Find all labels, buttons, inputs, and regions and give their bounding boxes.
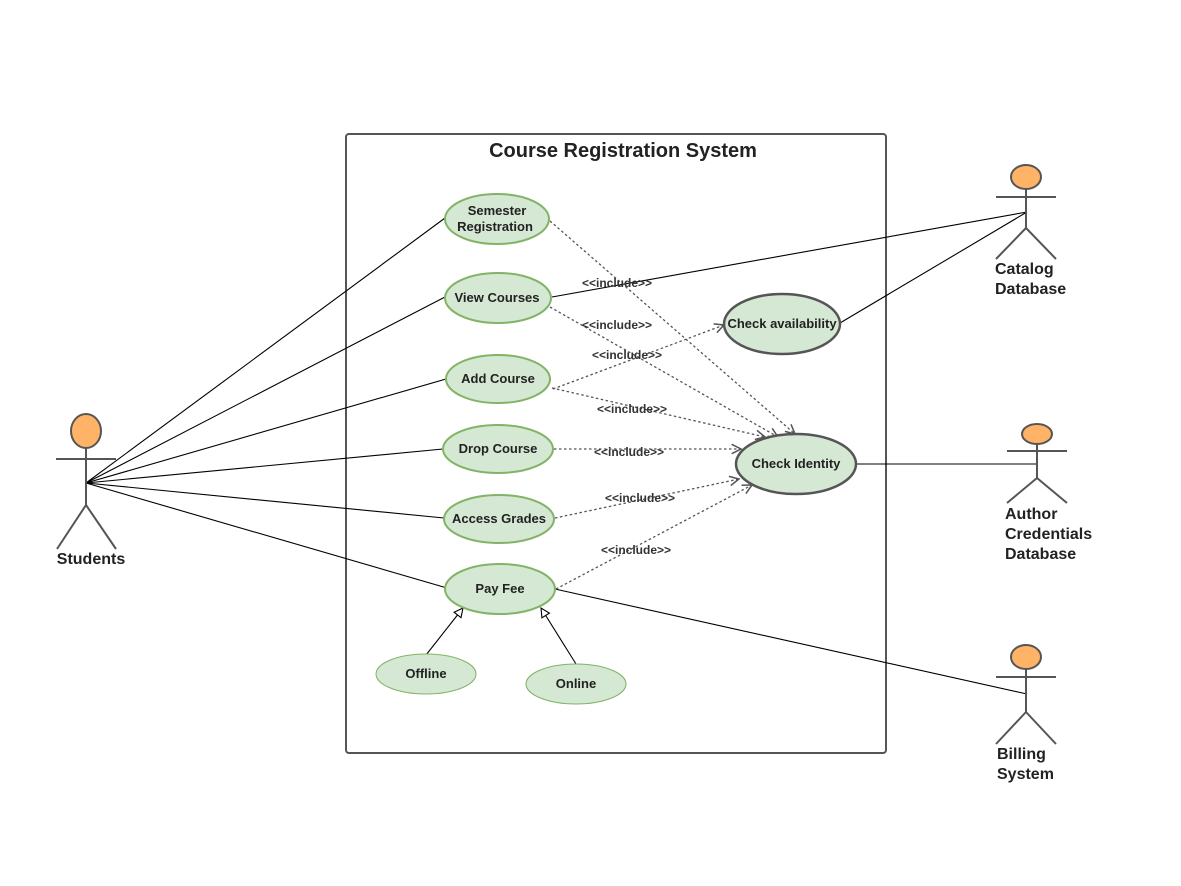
include-pay-fee-check-identity — [555, 485, 752, 590]
assoc-billing-pay-fee — [554, 588, 1028, 695]
use-case-check-availability[interactable]: Check availability — [722, 292, 842, 356]
use-case-label: Offline — [405, 666, 446, 681]
actor-label: Author — [1005, 506, 1057, 523]
include-label: <<include>> — [597, 402, 667, 416]
actor-leg — [995, 227, 1027, 260]
use-case-label: Pay Fee — [475, 581, 524, 596]
actor-head — [70, 413, 102, 449]
generalization-online-pay-fee — [541, 608, 577, 665]
use-case-label: Add Course — [461, 371, 535, 386]
actor-leg — [1006, 477, 1038, 504]
actor-leg — [995, 711, 1027, 745]
assoc-students-pay-fee — [85, 482, 448, 589]
association-lines — [85, 211, 1037, 695]
actor-billing-system[interactable]: Billing System — [995, 644, 1057, 783]
actor-label: Students — [57, 551, 126, 568]
use-case-pay-fee[interactable]: Pay Fee — [444, 563, 556, 615]
include-label: <<include>> — [582, 276, 652, 290]
actor-catalog-database[interactable]: Catalog Database — [995, 164, 1066, 298]
assoc-students-view-courses — [85, 296, 446, 484]
use-case-label: Semester — [468, 203, 527, 218]
actor-head — [1021, 423, 1053, 445]
include-access-grades-check-identity — [554, 479, 739, 519]
assoc-students-add-course — [85, 378, 447, 484]
actor-head — [1010, 164, 1042, 190]
include-label: <<include>> — [601, 543, 671, 557]
use-case-access-grades[interactable]: Access Grades — [443, 494, 555, 544]
generalization-lines — [425, 608, 577, 665]
include-add-course-check-availability — [552, 325, 724, 390]
use-case-label: Check availability — [727, 316, 837, 331]
actor-leg — [1025, 227, 1057, 260]
include-view-courses-check-identity — [549, 306, 778, 437]
actor-leg — [1036, 477, 1068, 504]
include-lines — [549, 220, 795, 590]
actor-label: Billing — [997, 746, 1046, 763]
include-semester-registration-check-identity — [549, 220, 795, 434]
use-case-check-identity[interactable]: Check Identity — [734, 432, 858, 496]
use-case-online[interactable]: Online — [525, 663, 627, 705]
actor-leg — [85, 504, 117, 550]
assoc-students-drop-course — [85, 448, 444, 484]
use-case-drop-course[interactable]: Drop Course — [442, 424, 554, 474]
use-case-label: View Courses — [454, 290, 539, 305]
actor-label: Credentials — [1005, 526, 1092, 543]
assoc-students-semester-registration — [85, 217, 446, 484]
generalization-offline-pay-fee — [425, 608, 463, 656]
use-case-label: Registration — [457, 219, 533, 234]
use-case-label: Drop Course — [459, 441, 538, 456]
assoc-catalog-check-availability — [839, 211, 1028, 324]
actor-label: Database — [1005, 546, 1076, 563]
actor-head — [1010, 644, 1042, 670]
actor-label: Catalog — [995, 261, 1054, 278]
use-case-offline[interactable]: Offline — [375, 653, 477, 695]
include-label: <<include>> — [605, 491, 675, 505]
actor-label: Database — [995, 281, 1066, 298]
include-label: <<include>> — [582, 318, 652, 332]
use-case-label: Online — [556, 676, 596, 691]
actor-leg — [56, 504, 87, 550]
use-case-add-course[interactable]: Add Course — [445, 354, 551, 404]
actor-leg — [1025, 711, 1057, 745]
include-label: <<include>> — [592, 348, 662, 362]
use-case-semester-registration[interactable]: Semester Registration — [444, 193, 550, 245]
actor-students[interactable]: Students — [56, 413, 126, 568]
include-add-course-check-identity — [551, 387, 765, 437]
include-label: <<include>> — [594, 445, 664, 459]
assoc-catalog-view-courses — [551, 211, 1028, 298]
use-case-label: Check Identity — [752, 456, 842, 471]
assoc-students-access-grades — [85, 482, 445, 519]
use-case-label: Access Grades — [452, 511, 546, 526]
actor-author-credentials-database[interactable]: Author Credentials Database — [1005, 423, 1092, 563]
system-title: Course Registration System — [489, 140, 757, 162]
include-labels: <<include>> <<include>> <<include>> <<in… — [582, 276, 675, 557]
actor-label: System — [997, 766, 1054, 783]
use-case-view-courses[interactable]: View Courses — [444, 272, 552, 324]
